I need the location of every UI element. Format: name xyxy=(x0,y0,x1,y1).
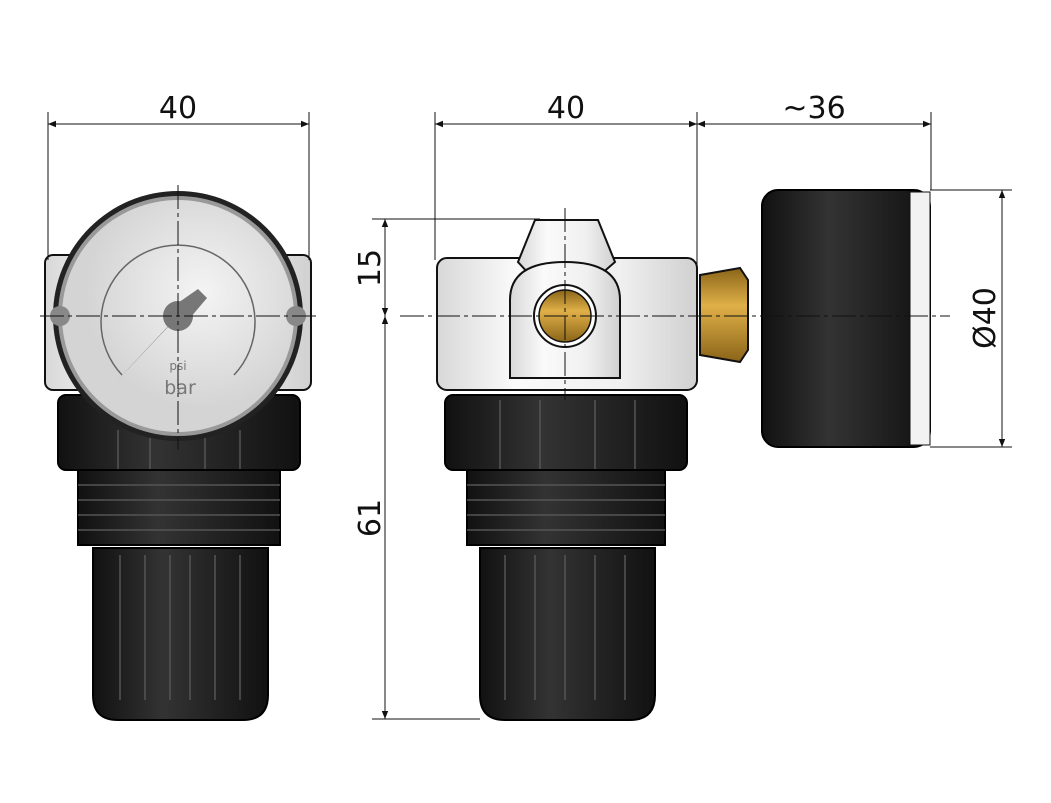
gauge-needle xyxy=(113,310,184,385)
dim-side-width: 40 xyxy=(547,91,585,126)
dim-top-height: 15 xyxy=(353,249,388,287)
side-view xyxy=(400,189,950,721)
brass-fitting xyxy=(699,266,749,364)
dim-gauge-depth: ~36 xyxy=(782,91,845,126)
dim-lower-height: 61 xyxy=(353,499,388,537)
dim-gauge-diameter: Ø40 xyxy=(968,287,1003,349)
gauge-side xyxy=(761,189,931,448)
front-view: psi bar xyxy=(40,185,318,721)
adjustment-knob xyxy=(92,547,269,721)
bonnet-nut-side xyxy=(444,394,688,471)
thread-side xyxy=(466,469,666,546)
adjustment-knob-side xyxy=(479,547,656,721)
dim-front-width: 40 xyxy=(159,91,197,126)
thread xyxy=(77,469,281,546)
dimension-lines: 40 40 ~36 15 61 Ø40 xyxy=(47,91,1012,720)
gauge-scale-arc xyxy=(100,244,256,376)
gauge-unit-bar: bar xyxy=(164,377,196,399)
